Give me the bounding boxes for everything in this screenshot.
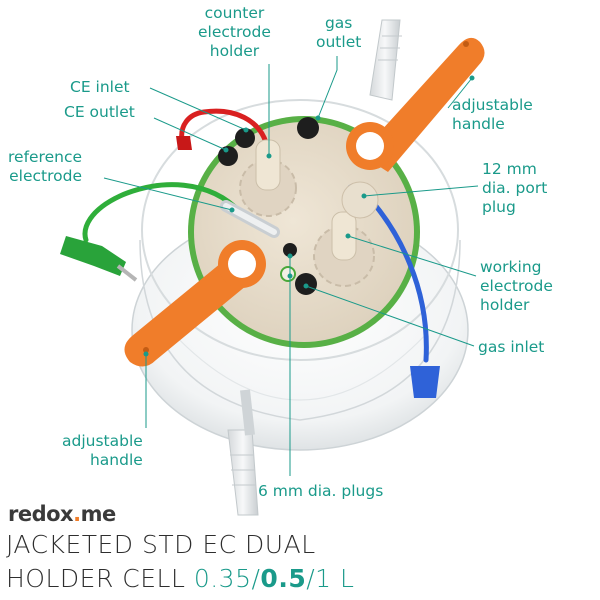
port-plug: [341, 181, 379, 219]
red-cable-connector: [176, 136, 192, 150]
leader-lines: [103, 56, 479, 476]
blue-cable-connector: [410, 366, 440, 398]
glass-port-bottom: [227, 389, 259, 516]
product-title-line1: JACKETED STD EC DUAL: [6, 530, 316, 559]
working-electrode-holder-knob: [313, 211, 375, 287]
green-cable: [82, 182, 243, 243]
label-gas-outlet: gas outlet: [316, 14, 362, 51]
label-counter-electrode-holder: counter electrode holder: [198, 4, 271, 60]
counter-electrode-holder-knob: [239, 139, 297, 217]
adjustable-handle-bottom: [124, 240, 266, 367]
label-6mm-plugs: 6 mm dia. plugs: [258, 482, 384, 500]
product-title-line2: HOLDER CELL 0.35/0.5/1 L: [6, 564, 355, 593]
label-ce-outlet: CE outlet: [64, 103, 135, 121]
brand-logo: redox.me: [8, 502, 116, 526]
label-ce-inlet: CE inlet: [70, 78, 130, 96]
label-working-electrode-holder: working electrode holder: [480, 258, 553, 314]
green-banana-plug: [60, 236, 138, 282]
label-adjustable-handle-top: adjustable handle: [452, 96, 533, 133]
glass-port-top: [369, 19, 402, 101]
label-gas-inlet: gas inlet: [478, 338, 545, 356]
label-reference-electrode: reference electrode: [8, 148, 83, 185]
label-port-plug: 12 mm dia. port plug: [482, 160, 548, 216]
label-adjustable-handle-bottom: adjustable handle: [62, 432, 143, 469]
adjustable-handle-top: [346, 37, 485, 172]
